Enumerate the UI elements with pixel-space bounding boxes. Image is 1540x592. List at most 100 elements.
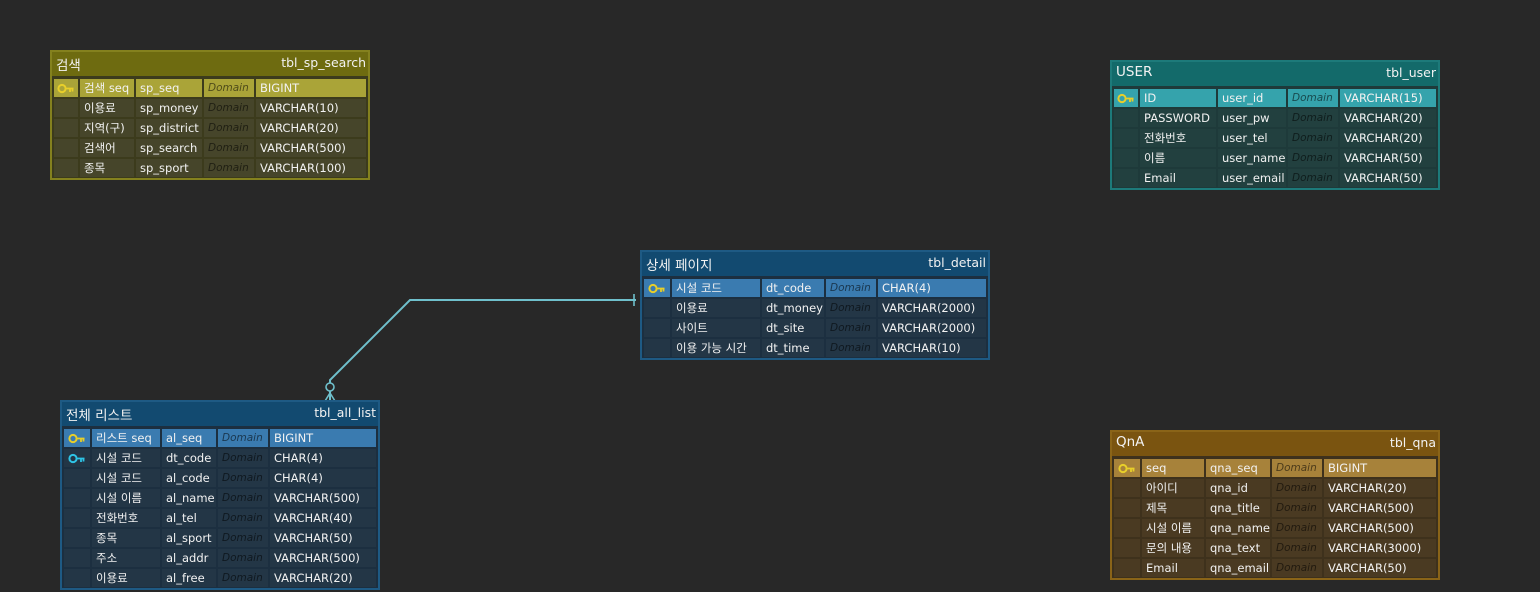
logical-name: 검색어 bbox=[80, 139, 134, 157]
domain-name: Domain bbox=[218, 529, 268, 547]
logical-name: 지역(구) bbox=[80, 119, 134, 137]
key-cell bbox=[1114, 129, 1138, 147]
logical-name: 아이디 bbox=[1142, 479, 1204, 497]
domain-name: Domain bbox=[1272, 539, 1322, 557]
domain-name: Domain bbox=[218, 469, 268, 487]
entity-title: 상세 페이지 bbox=[646, 258, 713, 274]
physical-name: user_id bbox=[1218, 89, 1286, 107]
data-type: BIGINT bbox=[270, 429, 376, 447]
key-cell bbox=[1114, 109, 1138, 127]
key-cell bbox=[644, 319, 670, 337]
relationship-detail-all-list[interactable] bbox=[324, 294, 636, 402]
domain-name: Domain bbox=[1272, 559, 1322, 577]
data-type: BIGINT bbox=[1324, 459, 1436, 477]
logical-name: ID bbox=[1140, 89, 1216, 107]
domain-name: Domain bbox=[1272, 519, 1322, 537]
data-type: VARCHAR(500) bbox=[270, 549, 376, 567]
key-cell bbox=[644, 299, 670, 317]
entity-header: USER tbl_user bbox=[1112, 62, 1438, 86]
logical-name: 주소 bbox=[92, 549, 160, 567]
data-type: VARCHAR(20) bbox=[1340, 109, 1436, 127]
key-cell bbox=[64, 569, 90, 587]
domain-name: Domain bbox=[826, 299, 876, 317]
data-type: VARCHAR(3000) bbox=[1324, 539, 1436, 557]
domain-name: Domain bbox=[1288, 149, 1338, 167]
domain-name: Domain bbox=[826, 339, 876, 357]
zero-mark bbox=[325, 382, 335, 392]
physical-name: qna_text bbox=[1206, 539, 1270, 557]
key-cell bbox=[64, 469, 90, 487]
data-type: CHAR(4) bbox=[878, 279, 986, 297]
logical-name: Email bbox=[1140, 169, 1216, 187]
logical-name: 시설 코드 bbox=[672, 279, 760, 297]
domain-name: Domain bbox=[826, 319, 876, 337]
key-cell bbox=[1114, 169, 1138, 187]
data-type: VARCHAR(2000) bbox=[878, 299, 986, 317]
logical-name: 전화번호 bbox=[92, 509, 160, 527]
physical-name: qna_title bbox=[1206, 499, 1270, 517]
key-cell bbox=[1114, 559, 1140, 577]
key-cell bbox=[64, 549, 90, 567]
key-cell bbox=[54, 99, 78, 117]
physical-name: al_tel bbox=[162, 509, 216, 527]
domain-name: Domain bbox=[1288, 109, 1338, 127]
physical-name: al_name bbox=[162, 489, 216, 507]
key-cell bbox=[1114, 479, 1140, 497]
data-type: VARCHAR(50) bbox=[1324, 559, 1436, 577]
physical-name: sp_district bbox=[136, 119, 202, 137]
domain-name: Domain bbox=[218, 449, 268, 467]
key-cell bbox=[54, 139, 78, 157]
key-cell bbox=[64, 529, 90, 547]
physical-name: user_pw bbox=[1218, 109, 1286, 127]
key-cell bbox=[644, 339, 670, 357]
domain-name: Domain bbox=[1272, 459, 1322, 477]
logical-name: 제목 bbox=[1142, 499, 1204, 517]
physical-name: qna_id bbox=[1206, 479, 1270, 497]
domain-name: Domain bbox=[1288, 169, 1338, 187]
data-type: BIGINT bbox=[256, 79, 366, 97]
logical-name: 시설 이름 bbox=[92, 489, 160, 507]
logical-name: 시설 코드 bbox=[92, 469, 160, 487]
entity-table-name: tbl_sp_search bbox=[281, 55, 366, 70]
data-type: VARCHAR(20) bbox=[1340, 129, 1436, 147]
physical-name: sp_search bbox=[136, 139, 202, 157]
logical-name: 이용료 bbox=[672, 299, 760, 317]
logical-name: Email bbox=[1142, 559, 1204, 577]
domain-name: Domain bbox=[826, 279, 876, 297]
